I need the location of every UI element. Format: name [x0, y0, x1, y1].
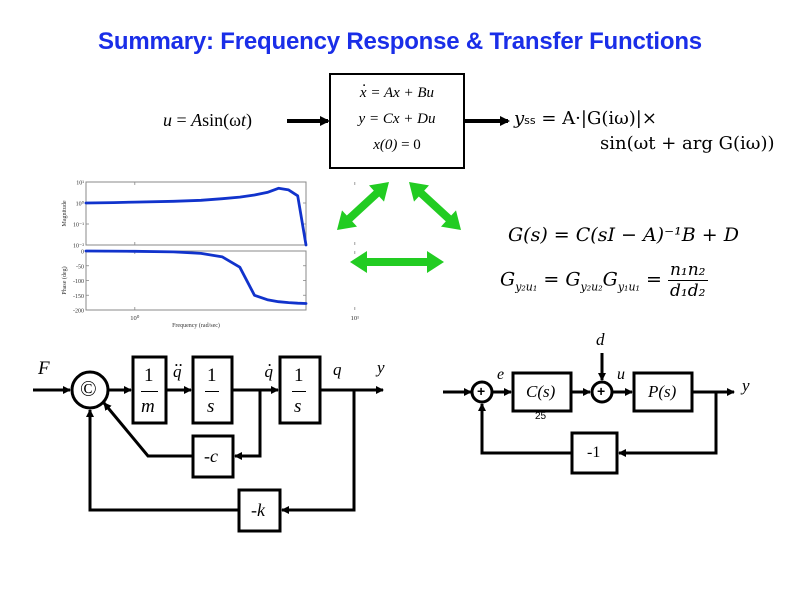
magnitude-frame — [85, 181, 307, 246]
magnitude-ytick-label: 10⁻² — [73, 244, 84, 250]
x-axis-label: Frequency (rad/sec) — [172, 322, 220, 329]
phase-ytick-label: -150 — [73, 294, 84, 300]
yss-var: y — [514, 108, 525, 129]
sin-fn: sin( — [202, 110, 230, 130]
feedback-return-line — [478, 403, 572, 455]
amplitude: A — [191, 110, 203, 130]
phase-ytick-label: 0 — [81, 250, 84, 256]
integrator-2-den: s — [294, 396, 302, 417]
initial-condition-rhs: = 0 — [397, 137, 421, 153]
green-arrow-statespace-to-transfer — [409, 182, 461, 230]
inverse-mass-bar — [141, 391, 158, 392]
green-arrow-bode-to-transfer — [350, 251, 444, 273]
acceleration-label: q — [173, 351, 182, 382]
fraction-numerator: n₁n₂ — [667, 260, 708, 281]
x-tick-label: 10¹ — [351, 315, 360, 322]
g-mid2-sub: y₁u₁ — [617, 280, 640, 294]
integrator-1-bar — [205, 391, 219, 392]
state-equation: x = Ax + Bu — [331, 74, 463, 102]
integrator-1-num: 1 — [207, 365, 217, 386]
position-label: q — [333, 360, 342, 379]
feedback-gain-label: -1 — [587, 444, 601, 461]
integrator-2-num: 1 — [294, 365, 304, 386]
error-sum-plus: + — [477, 383, 486, 399]
page-number: 25 — [535, 411, 547, 422]
magnitude-ytick-label: 10⁰ — [76, 201, 85, 208]
magnitude-ylabel: Magnitude — [62, 200, 68, 226]
bode-plot: 10¹ 10⁰ 10⁻¹ 10⁻² Magnitude 0 -50 -100 -150 -200 P… — [61, 181, 359, 330]
error-label: e — [497, 366, 505, 383]
phase-curve — [84, 249, 308, 305]
disturbance-label: d — [596, 330, 605, 349]
y-var: y — [358, 111, 366, 127]
magnitude-ytick-label: 10¹ — [76, 181, 84, 187]
output-equation: y = Cx + Du — [331, 111, 463, 128]
green-double-arrows — [337, 182, 461, 273]
input-var: u — [163, 110, 172, 130]
steady-state-output-line2: sin(ωt + arg G(iω)) — [600, 133, 775, 154]
omega: ω — [229, 110, 242, 130]
fraction-denominator: d₁d₂ — [670, 281, 706, 301]
disturbance-sum-plus: + — [597, 383, 606, 399]
velocity-label: q — [265, 351, 274, 382]
g-lhs-sub: y₂u₁ — [515, 280, 538, 294]
integrator-2-bar — [292, 391, 306, 392]
output-equation-rhs: = Cx + Du — [365, 111, 436, 127]
steady-state-output-line1: yss = A·|G(iω)|× — [514, 108, 657, 129]
state-equation-rhs: = Ax + Bu — [366, 85, 435, 101]
fraction: n₁n₂ d₁d₂ — [667, 260, 708, 301]
time-var: t — [241, 110, 247, 130]
transfer-function-equation: G(s) = C(sI − A)⁻¹B + D — [508, 224, 739, 246]
yss-rhs: = A·|G(iω)|× — [535, 108, 657, 129]
inverse-mass-num: 1 — [144, 365, 154, 386]
phase-ytick-label: -50 — [76, 264, 84, 270]
controller-label: C(s) — [526, 382, 556, 401]
phase-ytick-label: -200 — [73, 309, 84, 315]
series-transfer-equation: Gy₂u₁ = Gy₂u₂Gy₁u₁ = n₁n₂ d₁d₂ — [500, 260, 708, 301]
control-label: u — [617, 366, 625, 383]
stiffness-feedback-tap — [281, 390, 356, 514]
force-label: F — [38, 358, 50, 379]
state-space-block: x = Ax + Bu y = Cx + Du x(0) = 0 — [329, 73, 465, 169]
phase-ylabel: Phase (deg) — [61, 266, 68, 294]
equals: = — [172, 110, 192, 130]
magnitude-curve — [84, 186, 308, 247]
x0-var: x(0) — [373, 137, 398, 153]
g-mid1: G — [565, 268, 581, 291]
green-arrow-bode-to-statespace — [337, 182, 389, 230]
phase-frame — [85, 250, 307, 311]
plant-label: P(s) — [648, 382, 677, 401]
g-lhs: G — [500, 268, 516, 291]
initial-condition: x(0) = 0 — [331, 137, 463, 154]
loop-output-label: y — [742, 376, 750, 395]
stiffness-label: -k — [251, 500, 265, 520]
copyright-sum-symbol: © — [80, 376, 97, 401]
damping-feedback-tap — [234, 390, 262, 460]
g-mid2: G — [602, 268, 618, 291]
x-tick-label: 10⁰ — [130, 314, 140, 322]
slide-title: Summary: Frequency Response & Transfer F… — [98, 28, 702, 55]
close-paren: ) — [246, 110, 253, 130]
integrator-1-den: s — [207, 396, 215, 417]
inverse-mass-den: m — [141, 396, 155, 417]
damping-label: -c — [204, 446, 218, 466]
yss-subscript: ss — [524, 114, 536, 127]
input-signal-label: u = Asin(ωt) — [163, 110, 252, 131]
phase-ytick-label: -100 — [73, 279, 84, 285]
x-dot: x — [360, 74, 367, 102]
magnitude-ytick-label: 10⁻¹ — [73, 223, 84, 229]
g-mid1-sub: y₂u₂ — [580, 280, 603, 294]
output-y-label: y — [377, 358, 385, 377]
